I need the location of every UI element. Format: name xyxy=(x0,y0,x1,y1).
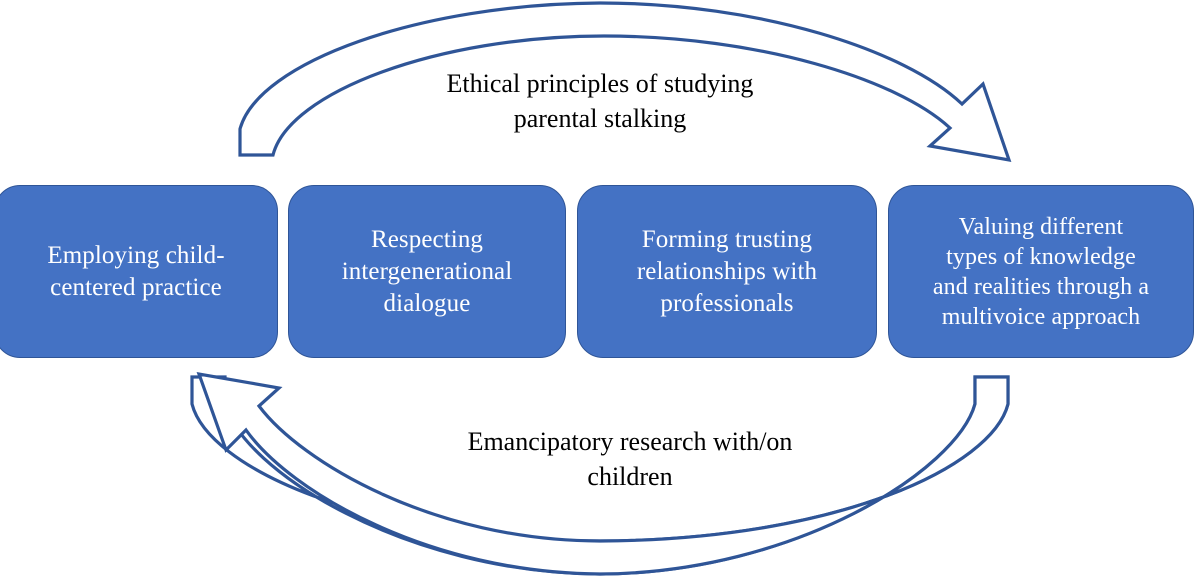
principle-box-forming-trusting-relationships[interactable]: Forming trusting relationships with prof… xyxy=(577,185,877,358)
principle-boxes-row: Employing child- centered practice Respe… xyxy=(0,185,1200,358)
principle-box-label: Respecting intergenerational dialogue xyxy=(341,225,513,317)
principle-box-employing-child-centered-practice[interactable]: Employing child- centered practice xyxy=(0,185,278,358)
principle-box-label: Valuing different types of knowledge and… xyxy=(932,213,1150,330)
principle-box-respecting-intergenerational-dialogue[interactable]: Respecting intergenerational dialogue xyxy=(288,185,566,358)
principle-box-label: Forming trusting relationships with prof… xyxy=(636,225,818,317)
bottom-cycle-caption: Emancipatory research with/on children xyxy=(467,427,793,492)
principle-box-valuing-different-types-of-knowledge[interactable]: Valuing different types of knowledge and… xyxy=(888,185,1194,358)
top-cycle-caption: Ethical principles of studying parental … xyxy=(446,69,754,134)
principle-box-label: Employing child- centered practice xyxy=(47,241,225,301)
